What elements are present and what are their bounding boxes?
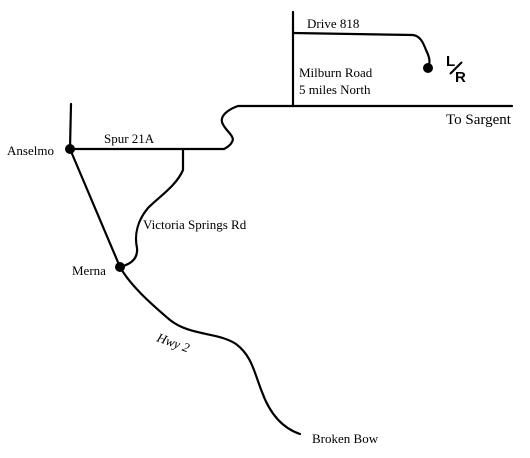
hwy-2-label: Hwy 2 [154,329,192,355]
logo-letter-bottom: R [455,69,466,86]
victoria-springs-road [118,147,185,269]
merna-label: Merna [72,263,106,278]
sargent-road [220,104,514,151]
milburn-road-label: Milburn Road [299,65,373,80]
milburn-distance-label: 5 miles North [299,82,371,97]
spur-21a-label: Spur 21A [104,131,155,146]
victoria-springs-label: Victoria Springs Rd [143,217,247,232]
hwy-2-road [118,265,302,436]
logo-letter-top: L [446,53,455,70]
merna-town-marker [115,262,125,272]
logo-slash-icon [449,61,463,75]
anselmo-town-marker [65,144,75,154]
to-sargent-label: To Sargent [446,112,512,128]
highway-anselmo-merna [68,147,122,269]
drive-818-label: Drive 818 [307,16,359,31]
anselmo-label: Anselmo [7,143,54,158]
ranch-brand-logo: L R [446,53,466,86]
ranch-location-marker [423,63,433,73]
broken-bow-label: Broken Bow [312,431,379,446]
drive-818-road [291,31,431,70]
anselmo-north-road [68,102,73,151]
